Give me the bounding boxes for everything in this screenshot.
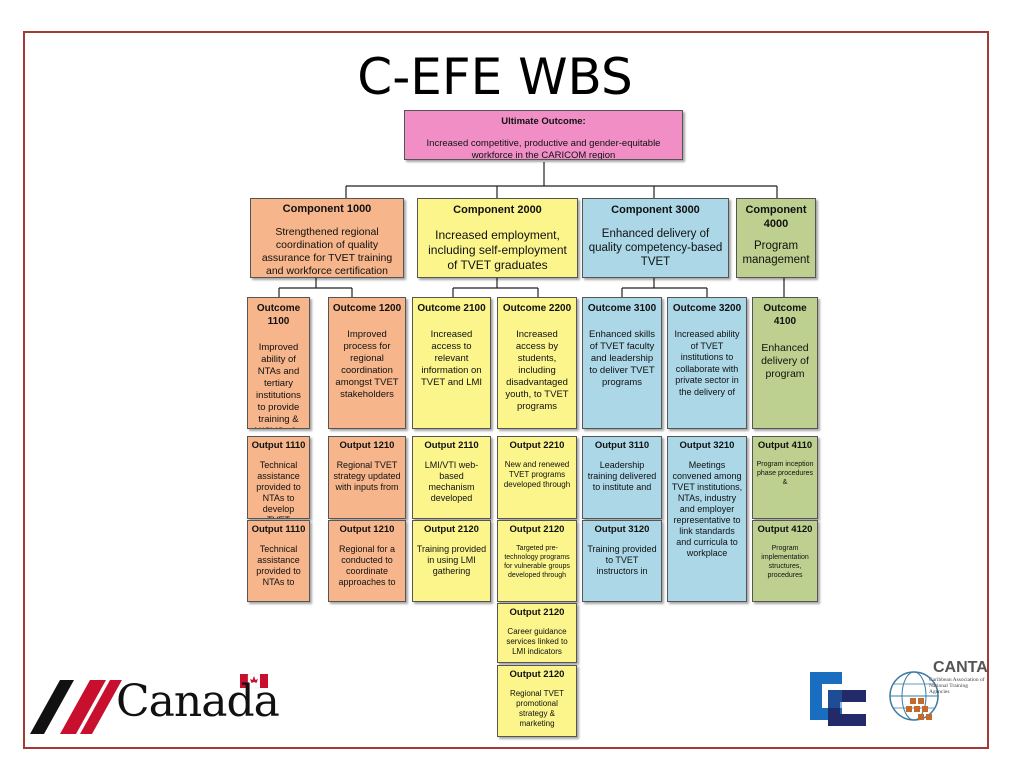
output-2110-box: Output 2110 LMI/VTI web-based mechanism … xyxy=(412,436,491,519)
output-text: Meetings convened among TVET institution… xyxy=(671,460,743,558)
output-heading: Output 2110 xyxy=(424,440,479,451)
outcome-text: Improved ability of NTAs and tertiary in… xyxy=(254,342,303,428)
output-heading: Output 1210 xyxy=(339,524,395,535)
output-text: Training provided in using LMI gathering xyxy=(416,544,487,576)
output-text: Targeted pre-technology programs for vul… xyxy=(504,545,570,579)
output-heading: Output 2120 xyxy=(509,524,565,535)
output-text: Program inception phase procedures & xyxy=(756,461,814,486)
canada-wordmark-text: Canada xyxy=(116,676,280,727)
outcome-text: Improved process for regional coordinati… xyxy=(335,329,399,400)
output-heading: Output 4120 xyxy=(757,524,813,535)
slide-frame xyxy=(23,31,989,749)
output-heading: Output 4110 xyxy=(757,440,813,451)
outcome-2200-box: Outcome 2200 Increased access by student… xyxy=(497,297,577,429)
outcome-text: Enhanced skills of TVET faculty and lead… xyxy=(588,329,655,388)
component-heading: Component 1000 xyxy=(282,203,372,215)
component-heading: Component 2000 xyxy=(453,204,542,216)
output-1210-box: Output 1210 Regional TVET strategy updat… xyxy=(328,436,406,519)
output-text: Regional TVET strategy updated with inpu… xyxy=(333,460,401,492)
output-text: New and renewed TVET programs developed … xyxy=(503,460,571,489)
ultimate-outcome-text: Increased competitive, productive and ge… xyxy=(426,138,661,160)
outcome-3200-box: Outcome 3200 Increased ability of TVET i… xyxy=(667,297,747,429)
output-2120-box-4: Output 2120 Regional TVET promotional st… xyxy=(497,665,577,737)
outcome-1200-box: Outcome 1200 Improved process for region… xyxy=(328,297,406,429)
outcome-heading: Outcome 2200 xyxy=(502,303,572,314)
output-4120-box: Output 4120 Program implementation struc… xyxy=(752,520,818,602)
output-text: Technical assistance provided to NTAs to… xyxy=(256,460,301,518)
outcome-heading: Outcome 2100 xyxy=(417,303,486,314)
page-title: C-EFE WBS xyxy=(357,48,633,106)
outcome-heading: Outcome 1200 xyxy=(332,303,402,314)
output-1110-box-2: Output 1110 Technical assistance provide… xyxy=(247,520,310,602)
canta-logo-text: CANTA xyxy=(933,659,988,676)
component-1000-box: Component 1000 Strengthened regional coo… xyxy=(250,198,404,278)
output-text: Leadership training delivered to institu… xyxy=(587,460,657,492)
outcome-heading: Outcome 3200 xyxy=(672,303,742,314)
canta-logo-subtitle: Caribbean Association of National Traini… xyxy=(929,677,985,695)
output-heading: Output 1210 xyxy=(339,440,395,451)
output-heading: Output 1110 xyxy=(251,524,306,535)
output-heading: Output 1110 xyxy=(251,440,306,451)
output-text: Technical assistance provided to NTAs to xyxy=(256,544,301,587)
outcome-3100-box: Outcome 3100 Enhanced skills of TVET fac… xyxy=(582,297,662,429)
output-3120-box: Output 3120 Training provided to TVET in… xyxy=(582,520,662,602)
output-heading: Output 2120 xyxy=(509,607,565,618)
output-text: Program implementation structures, proce… xyxy=(761,545,809,579)
outcome-1100-box: Outcome 1100 Improved ability of NTAs an… xyxy=(247,297,310,429)
ultimate-outcome-heading: Ultimate Outcome: xyxy=(501,116,586,127)
output-heading: Output 3110 xyxy=(594,440,650,451)
outcome-heading: Outcome 4100 xyxy=(763,303,807,327)
output-text: Career guidance services linked to LMI i… xyxy=(506,627,568,656)
component-4000-box: Component 4000 Program management xyxy=(736,198,816,278)
component-text: Enhanced delivery of quality competency-… xyxy=(588,228,723,268)
output-text: LMI/VTI web-based mechanism developed xyxy=(424,460,479,503)
output-3210-box: Output 3210 Meetings convened among TVET… xyxy=(667,436,747,602)
output-heading: Output 3210 xyxy=(679,440,735,451)
canta-globe-logo xyxy=(889,671,939,721)
output-heading: Output 2210 xyxy=(509,440,565,451)
output-2120-box-3: Output 2120 Career guidance services lin… xyxy=(497,603,577,663)
outcome-text: Increased access to relevant information… xyxy=(420,329,483,388)
outcome-text: Increased access by students, including … xyxy=(505,329,569,412)
output-3110-box: Output 3110 Leadership training delivere… xyxy=(582,436,662,519)
component-heading: Component 4000 xyxy=(745,204,807,230)
outcome-heading: Outcome 1100 xyxy=(256,303,301,327)
component-3000-box: Component 3000 Enhanced delivery of qual… xyxy=(582,198,729,278)
component-heading: Component 3000 xyxy=(611,204,700,216)
outcome-text: Increased ability of TVET institutions t… xyxy=(674,329,740,397)
output-1110-box: Output 1110 Technical assistance provide… xyxy=(247,436,310,519)
component-text: Program management xyxy=(742,240,810,266)
component-text: Increased employment, including self-emp… xyxy=(428,228,567,272)
output-4110-box: Output 4110 Program inception phase proc… xyxy=(752,436,818,519)
cc-logo xyxy=(810,672,866,726)
component-text: Strengthened regional coordination of qu… xyxy=(261,226,393,277)
outcome-4100-box: Outcome 4100 Enhanced delivery of progra… xyxy=(752,297,818,429)
ultimate-outcome-box: Ultimate Outcome: Increased competitive,… xyxy=(404,110,683,160)
outcome-2100-box: Outcome 2100 Increased access to relevan… xyxy=(412,297,491,429)
output-1210-box-2: Output 1210 Regional for a conducted to … xyxy=(328,520,406,602)
output-heading: Output 2120 xyxy=(509,669,565,680)
output-heading: Output 2120 xyxy=(424,524,479,535)
output-2210-box: Output 2210 New and renewed TVET program… xyxy=(497,436,577,519)
outcome-heading: Outcome 3100 xyxy=(587,303,657,314)
output-2120-box-2: Output 2120 Targeted pre-technology prog… xyxy=(497,520,577,602)
output-heading: Output 3120 xyxy=(594,524,650,535)
component-2000-box: Component 2000 Increased employment, inc… xyxy=(417,198,578,278)
output-text: Regional TVET promotional strategy & mar… xyxy=(509,689,565,728)
output-text: Training provided to TVET instructors in xyxy=(587,544,657,576)
canada-wordmark-logo xyxy=(30,673,268,734)
output-text: Regional for a conducted to coordinate a… xyxy=(338,544,396,587)
output-2120-box: Output 2120 Training provided in using L… xyxy=(412,520,491,602)
outcome-text: Enhanced delivery of program xyxy=(761,342,809,380)
